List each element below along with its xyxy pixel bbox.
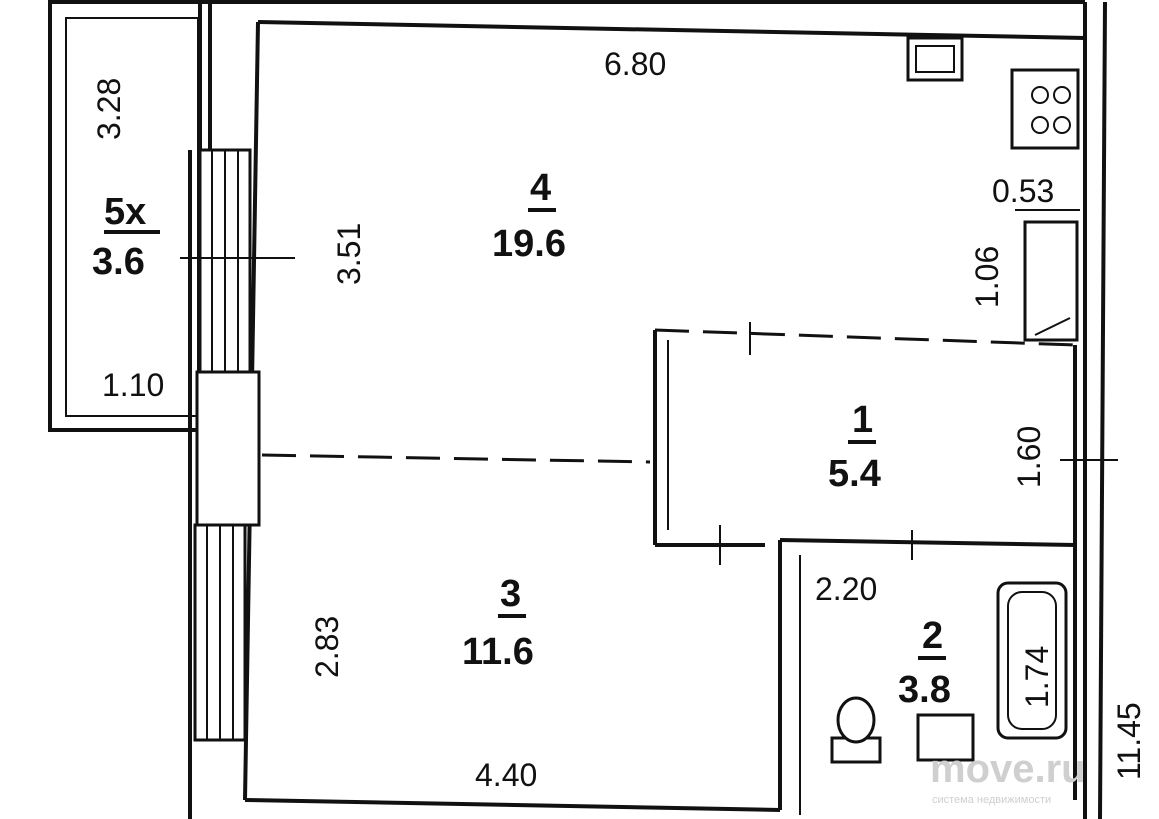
room-4-label: 4 19.6: [492, 167, 566, 265]
window-upper: [198, 148, 252, 374]
window-lower: [193, 523, 247, 742]
dim-2-20: 2.20: [815, 571, 877, 607]
dim-1-60: 1.60: [1011, 426, 1047, 488]
room-number: 5х: [104, 191, 146, 233]
room-number: 3: [500, 573, 521, 615]
dim-2-83: 2.83: [309, 616, 345, 678]
room-area: 19.6: [492, 223, 566, 265]
room-area: 3.8: [898, 669, 951, 711]
bathtub: [996, 581, 1068, 740]
room-area: 11.6: [462, 631, 534, 673]
dim-1-74: 1.74: [1019, 646, 1055, 708]
toilet: [830, 696, 882, 764]
room-2-label: 2 3.8: [898, 615, 951, 711]
room-5-label: 5х 3.6: [92, 191, 160, 283]
outer-walls: [70, 0, 1107, 819]
dim-1-10: 1.10: [102, 367, 164, 403]
dim-3-28: 3.28: [91, 78, 127, 140]
watermark-tagline: система недвижимости: [932, 794, 1051, 806]
dim-6-80: 6.80: [604, 46, 666, 82]
kitchen-sink: [906, 36, 964, 82]
watermark: move.ru система недвижимости: [930, 747, 1086, 806]
room-1-label: 1 5.4: [828, 399, 881, 495]
bathroom-sink: [916, 713, 975, 762]
room-3-label: 3 11.6: [462, 573, 534, 673]
room-number: 2: [922, 615, 943, 657]
room-number: 1: [852, 399, 873, 441]
window-pier: [195, 370, 261, 527]
dim-11-45: 11.45: [1111, 702, 1147, 780]
dimension-lines: [180, 209, 1118, 565]
dim-0-53: 0.53: [992, 173, 1054, 209]
dim-3-51: 3.51: [331, 223, 367, 285]
dim-1-06: 1.06: [969, 246, 1005, 308]
room-area: 3.6: [92, 241, 145, 283]
room-number: 4: [530, 167, 551, 209]
stove: [1010, 68, 1080, 150]
dim-4-40: 4.40: [475, 757, 537, 793]
watermark-brand: move.ru: [930, 747, 1086, 791]
room-area: 5.4: [828, 453, 881, 495]
partitions: [261, 328, 1077, 815]
fridge: [1023, 220, 1079, 342]
